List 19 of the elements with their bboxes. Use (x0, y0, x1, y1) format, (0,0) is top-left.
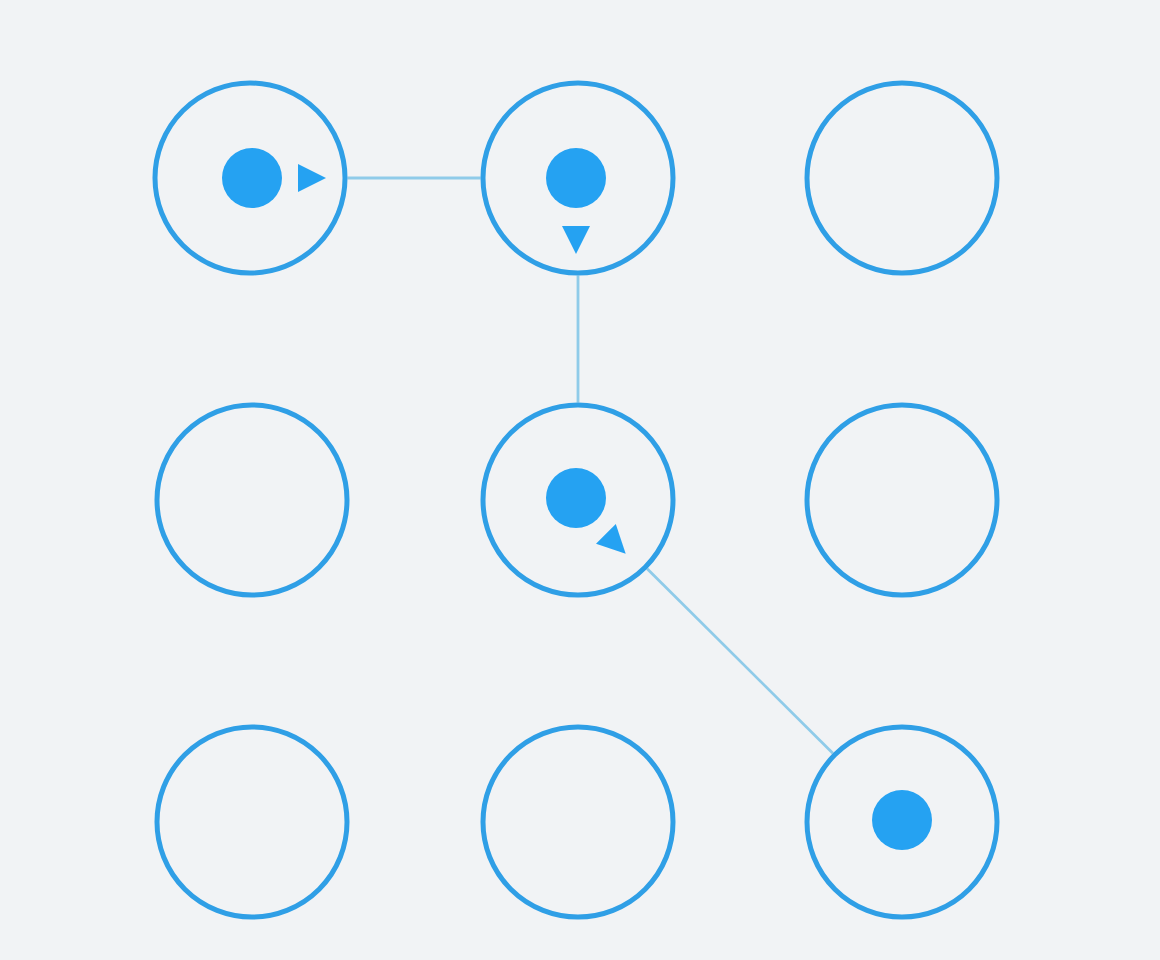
dot-icon (222, 148, 282, 208)
direction-arrow-icon (298, 164, 326, 192)
pattern-circle (804, 402, 1000, 598)
connector-line (646, 567, 834, 755)
dot-icon (872, 790, 932, 850)
dot-icon (546, 468, 606, 528)
pattern-circle (480, 724, 676, 920)
pattern-circle (480, 402, 676, 598)
pattern-circle (804, 724, 1000, 920)
pattern-circle (152, 80, 348, 276)
pattern-circle (804, 80, 1000, 276)
dot-icon (546, 148, 606, 208)
connector-line (347, 176, 481, 180)
pattern-circle (480, 80, 676, 276)
pattern-circle (154, 724, 350, 920)
connector-line (576, 275, 580, 403)
direction-arrow-icon (562, 226, 590, 254)
pattern-circle (154, 402, 350, 598)
direction-arrow-icon (596, 524, 626, 554)
